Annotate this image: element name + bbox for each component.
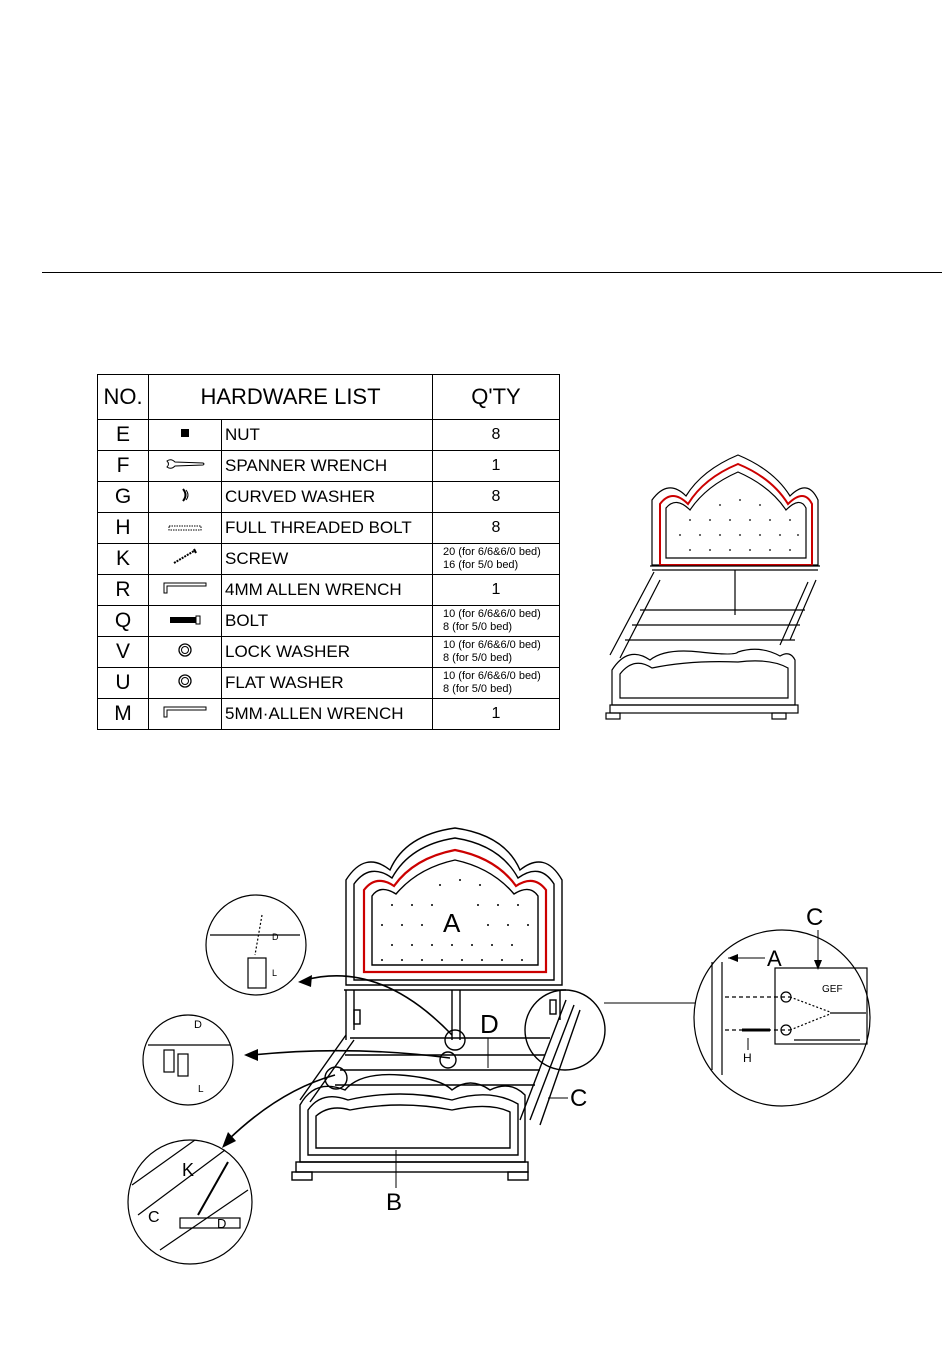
item-code: G	[97, 481, 149, 513]
threaded-bolt-icon	[167, 519, 203, 536]
item-name: SPANNER WRENCH	[221, 450, 433, 482]
label-detail-c: C	[806, 904, 823, 931]
label-rail-d: D	[480, 1009, 499, 1039]
allen-wrench-icon	[160, 582, 210, 601]
label-detail-k: K	[182, 1160, 194, 1180]
item-code: F	[97, 450, 149, 482]
table-header-row: NO. HARDWARE LIST Q'TY	[97, 374, 560, 420]
detail-rail-bolt	[693, 929, 871, 1107]
detail-screw	[127, 1139, 253, 1265]
label-detail-d: D	[217, 1216, 226, 1231]
item-code: R	[97, 574, 149, 606]
qty-line-2: 8 (for 5/0 bed)	[443, 621, 513, 633]
label-detail-gef: GEF	[822, 984, 843, 995]
label-detail-d3: D	[194, 1019, 202, 1031]
label-footboard-b: B	[386, 1189, 402, 1216]
qty-value: 8	[491, 488, 501, 505]
item-qty: 20 (for 6/6&6/0 bed)16 (for 5/0 bed)	[432, 543, 560, 575]
qty-line-1: 10 (for 6/6&6/0 bed)	[443, 608, 541, 620]
qty-value: 8	[491, 519, 501, 536]
header-hardware-list: HARDWARE LIST	[148, 374, 433, 420]
item-code: Q	[97, 605, 149, 637]
qty-value: 8	[491, 426, 501, 443]
qty-value: 1	[491, 581, 501, 598]
item-qty: 8	[432, 419, 560, 451]
item-code: K	[97, 543, 149, 575]
item-qty: 10 (for 6/6&6/0 bed)8 (for 5/0 bed)	[432, 636, 560, 668]
qty-line-2: 8 (for 5/0 bed)	[443, 683, 513, 695]
table-row: G CURVED WASHER 8	[97, 481, 560, 513]
table-row: M 5MM·ALLEN WRENCH 1	[97, 698, 560, 730]
main-bed-illustration	[291, 827, 695, 1188]
table-row: H FULL THREADED BOLT 8	[97, 512, 560, 544]
item-qty: 1	[432, 450, 560, 482]
header-no: NO.	[97, 374, 149, 420]
label-headboard-a: A	[443, 908, 461, 938]
item-name: CURVED WASHER	[221, 481, 433, 513]
table-row: F SPANNER WRENCH 1	[97, 450, 560, 482]
item-qty: 8	[432, 512, 560, 544]
label-detail-a: A	[767, 946, 782, 971]
label-detail-d2: D	[272, 932, 279, 942]
label-detail-h: H	[743, 1051, 752, 1065]
item-qty: 10 (for 6/6&6/0 bed)8 (for 5/0 bed)	[432, 605, 560, 637]
detail-bracket-left	[142, 1014, 234, 1106]
qty-value: 1	[491, 705, 501, 722]
header-rule	[42, 272, 942, 273]
header-qty: Q'TY	[432, 374, 560, 420]
item-name: FULL THREADED BOLT	[221, 512, 433, 544]
item-qty: 8	[432, 481, 560, 513]
label-detail-l: L	[272, 968, 277, 978]
qty-line-1: 10 (for 6/6&6/0 bed)	[443, 639, 541, 651]
lock-washer-icon	[176, 642, 194, 663]
item-name: 5MM·ALLEN WRENCH	[221, 698, 433, 730]
item-code: V	[97, 636, 149, 668]
item-name: NUT	[221, 419, 433, 451]
item-code: M	[97, 698, 149, 730]
qty-line-2: 16 (for 5/0 bed)	[443, 559, 519, 571]
label-side-rail-c: C	[570, 1085, 587, 1112]
qty-line-2: 8 (for 5/0 bed)	[443, 652, 513, 664]
item-code: H	[97, 512, 149, 544]
qty-line-1: 10 (for 6/6&6/0 bed)	[443, 670, 541, 682]
item-qty: 10 (for 6/6&6/0 bed)8 (for 5/0 bed)	[432, 667, 560, 699]
bolt-icon	[168, 612, 202, 629]
spanner-wrench-icon	[163, 458, 207, 475]
nut-icon	[175, 427, 195, 444]
detail-bracket-top	[205, 894, 307, 996]
qty-line-1: 20 (for 6/6&6/0 bed)	[443, 546, 541, 558]
bed-overview-illustration	[605, 454, 820, 720]
item-code: U	[97, 667, 149, 699]
flat-washer-icon	[176, 673, 194, 694]
label-detail-l2: L	[198, 1084, 204, 1095]
item-qty: 1	[432, 698, 560, 730]
arrows	[227, 974, 453, 1141]
screw-icon	[170, 548, 200, 571]
qty-value: 1	[491, 457, 501, 474]
curved-washer-icon	[177, 487, 193, 507]
label-detail-c2: C	[148, 1209, 160, 1226]
allen-wrench-icon	[160, 706, 210, 725]
